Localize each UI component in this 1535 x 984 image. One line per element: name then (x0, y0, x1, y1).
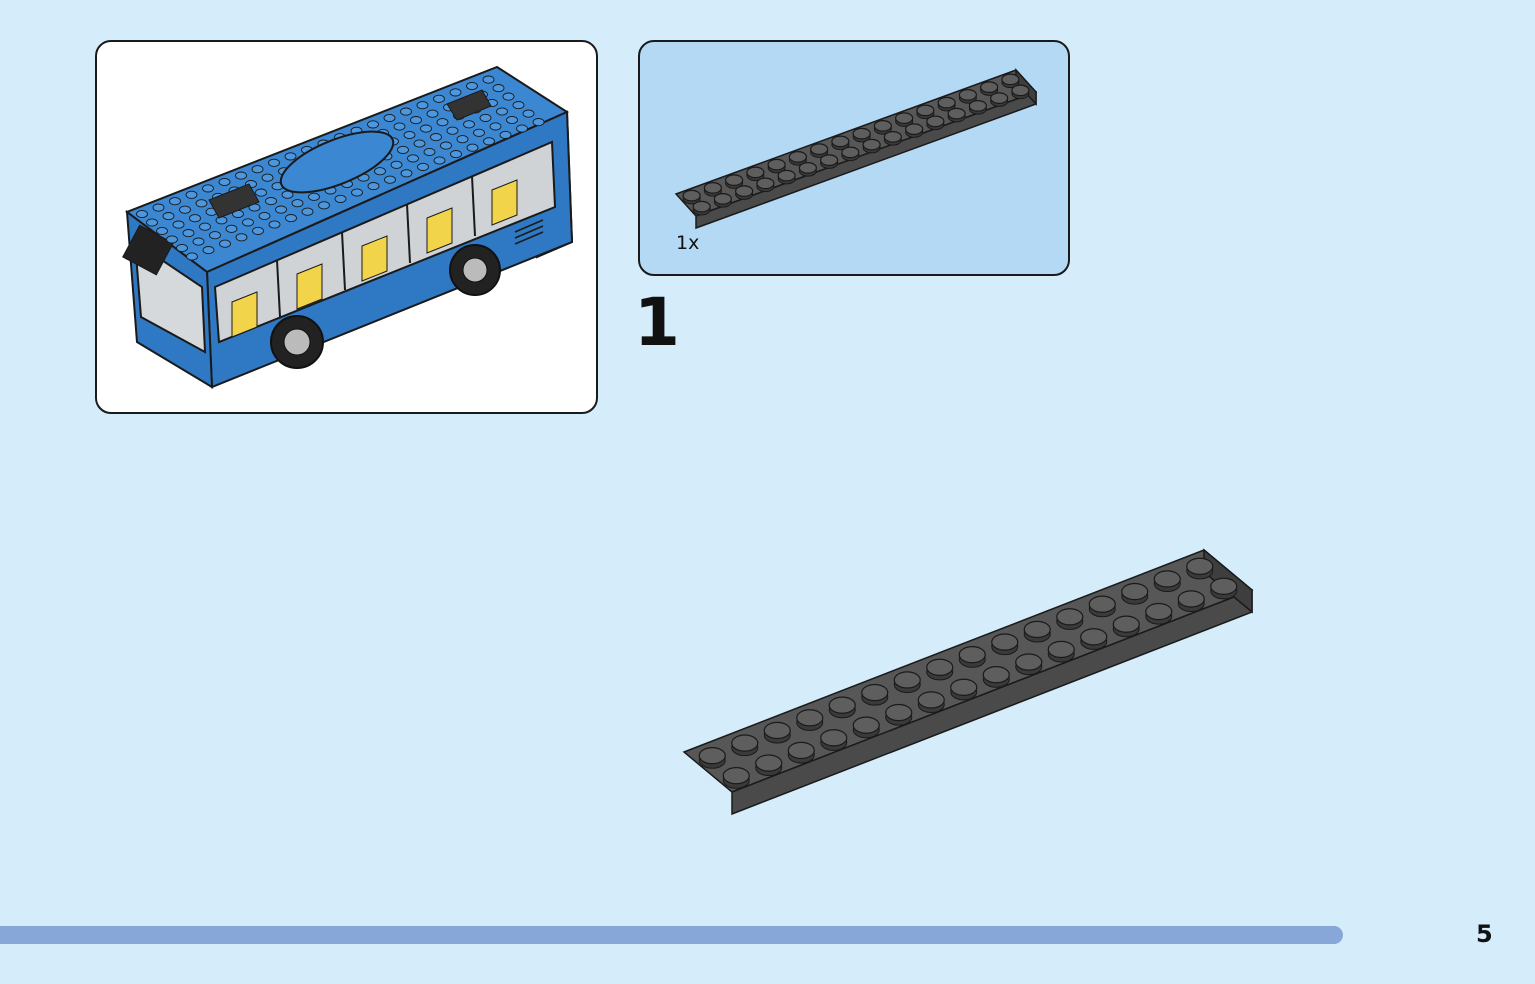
step-number: 1 (634, 284, 680, 361)
progress-bar-fill (0, 926, 1343, 944)
page-number: 5 (1476, 920, 1493, 948)
part-plate-large (682, 548, 1254, 816)
part-plate-small (674, 68, 1038, 230)
model-preview-panel (95, 40, 598, 414)
progress-bar (0, 926, 1436, 944)
part-quantity-label: 1x (676, 232, 700, 254)
blue-city-bus-model-icon (122, 65, 574, 389)
parts-callout-panel: 1x (638, 40, 1070, 276)
bus-wheels (270, 244, 501, 369)
dark-gray-plate-2x16-icon (674, 68, 1038, 230)
